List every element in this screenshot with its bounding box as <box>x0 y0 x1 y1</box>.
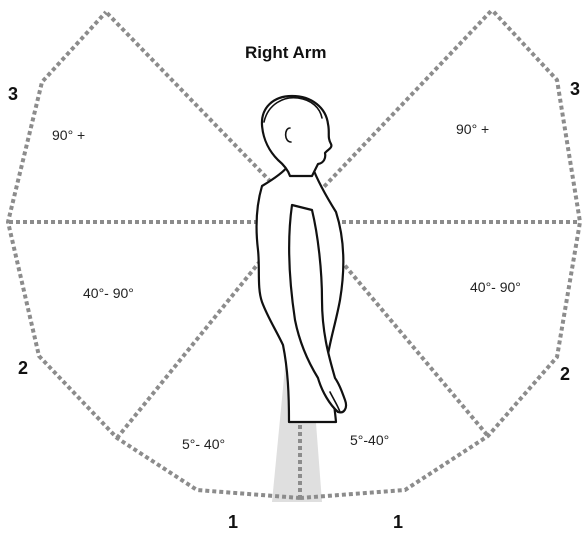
zone-number-left-3: 3 <box>8 84 18 104</box>
zone-number-left-2: 2 <box>18 358 28 378</box>
angle-label-middle-left: 40°- 90° <box>83 285 134 301</box>
radial-line-upper-right <box>300 10 492 212</box>
angle-label-lower-right: 5°-40° <box>350 432 389 448</box>
outer-boundary-left <box>8 12 300 498</box>
angle-label-upper-right: 90° + <box>456 121 489 137</box>
zone-number-bottom-right-1: 1 <box>393 512 403 532</box>
figure-head <box>262 96 331 176</box>
zone-number-right-3: 3 <box>570 79 580 99</box>
zone-number-right-2: 2 <box>560 364 570 384</box>
human-figure <box>257 96 346 422</box>
angle-label-middle-right: 40°- 90° <box>470 279 521 295</box>
angle-label-upper-left: 90° + <box>52 127 85 143</box>
diagram-title: Right Arm <box>245 43 327 62</box>
angle-label-lower-left: 5°- 40° <box>182 436 225 452</box>
zone-number-bottom-left-1: 1 <box>228 512 238 532</box>
